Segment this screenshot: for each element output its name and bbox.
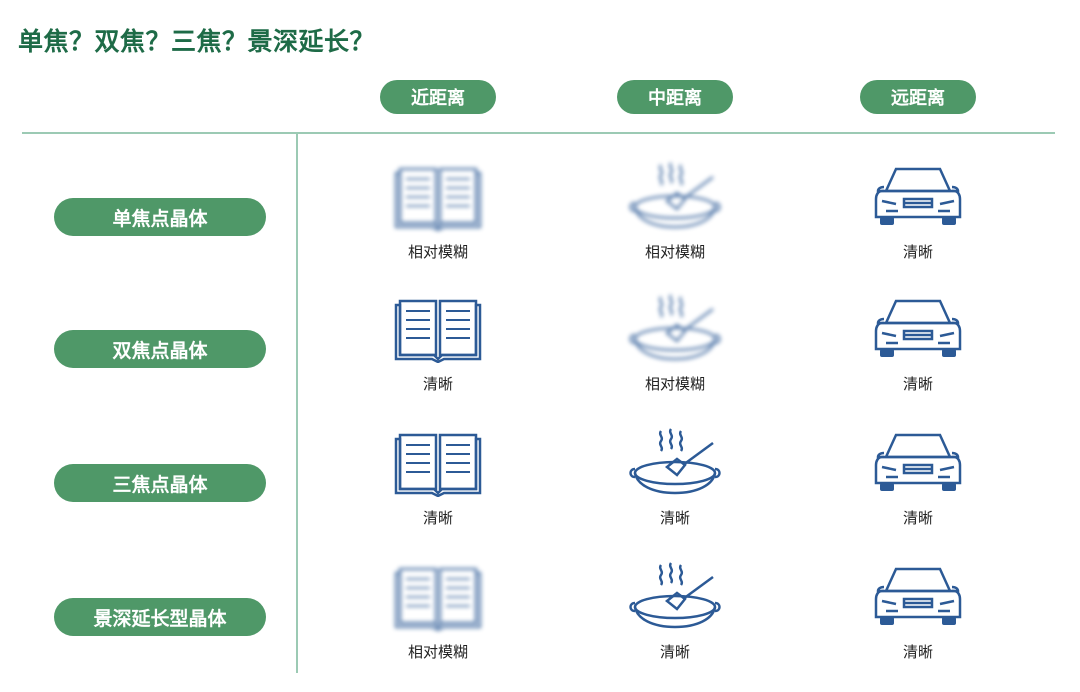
grid-cell: 相对模糊 [595,293,755,394]
book-icon [390,161,486,235]
column-header-2: 远距离 [860,80,976,114]
grid-cell: 清晰 [838,427,998,528]
book-icon [390,427,486,501]
row-label: 三焦点晶体 [54,464,266,502]
grid-cell: 清晰 [838,293,998,394]
grid-cell: 清晰 [838,561,998,662]
car-icon [870,427,966,501]
column-header-1: 中距离 [617,80,733,114]
wok-icon [627,293,723,367]
clarity-label: 相对模糊 [407,243,468,261]
row-label: 单焦点晶体 [54,198,266,236]
clarity-label: 清晰 [902,375,933,393]
grid-cell: 清晰 [595,561,755,662]
row-label-divider [296,133,298,673]
grid-cell: 相对模糊 [358,561,518,662]
grid-cell: 相对模糊 [595,161,755,262]
car-icon [870,161,966,235]
clarity-label: 相对模糊 [644,375,705,393]
clarity-label: 清晰 [659,509,690,527]
grid-cell: 清晰 [358,293,518,394]
grid-cell: 清晰 [838,161,998,262]
clarity-label: 清晰 [902,243,933,261]
wok-icon [627,561,723,635]
clarity-label: 清晰 [902,509,933,527]
book-icon [390,561,486,635]
grid-cell: 相对模糊 [358,161,518,262]
row-label: 景深延长型晶体 [54,598,266,636]
page-title: 单焦？双焦？三焦？景深延长？ [18,27,376,56]
column-header-0: 近距离 [380,80,496,114]
clarity-label: 清晰 [422,509,453,527]
clarity-label: 相对模糊 [407,643,468,661]
grid-cell: 清晰 [358,427,518,528]
row-label: 双焦点晶体 [54,330,266,368]
clarity-label: 清晰 [659,643,690,661]
car-icon [870,561,966,635]
clarity-label: 清晰 [422,375,453,393]
clarity-label: 相对模糊 [644,243,705,261]
grid-cell: 清晰 [595,427,755,528]
book-icon [390,293,486,367]
clarity-label: 清晰 [902,643,933,661]
wok-icon [627,161,723,235]
wok-icon [627,427,723,501]
car-icon [870,293,966,367]
header-divider [22,132,1055,134]
